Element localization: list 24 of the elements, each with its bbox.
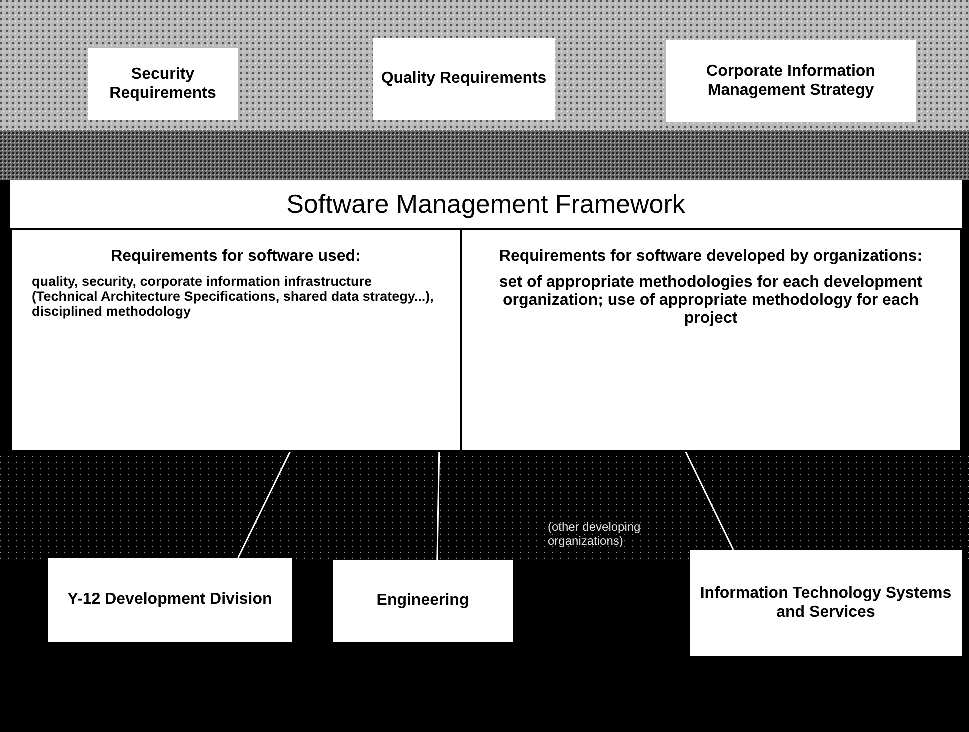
box-label: Information Technology Systems and Services [699, 584, 953, 622]
note-text: (other developing organizations) [548, 520, 642, 549]
box-label: Quality Requirements [381, 69, 547, 89]
panel-heading: Requirements for software used: [111, 248, 361, 266]
framework-title: Software Management Framework [286, 188, 686, 221]
requirements-panel [10, 228, 462, 452]
connector-line [238, 452, 291, 558]
requirement-box [88, 48, 238, 120]
box-label: Corporate Information Management Strategy [706, 62, 876, 100]
panel-text: quality, security, corporate information infrastructure (Technical Architecture Specifications, shared data strategy...), disciplined methodology [32, 274, 435, 319]
organization-box [333, 560, 513, 642]
framework-box [10, 180, 962, 452]
connector-line [436, 452, 440, 560]
connector-line [685, 452, 734, 550]
organization-box [48, 558, 292, 642]
requirement-box [373, 38, 555, 120]
strategy-box [666, 40, 916, 122]
panel-text: set of appropriate methodologies for each development organization; use of appropriate methodology for each project [498, 274, 924, 328]
organization-box [690, 550, 962, 656]
panel-heading: Requirements for software developed by organizations: [499, 248, 923, 266]
requirements-panel [460, 228, 962, 452]
box-label: Engineering [376, 591, 470, 611]
box-label: Security Requirements [108, 64, 218, 104]
box-label: Y-12 Development Division [68, 590, 272, 610]
